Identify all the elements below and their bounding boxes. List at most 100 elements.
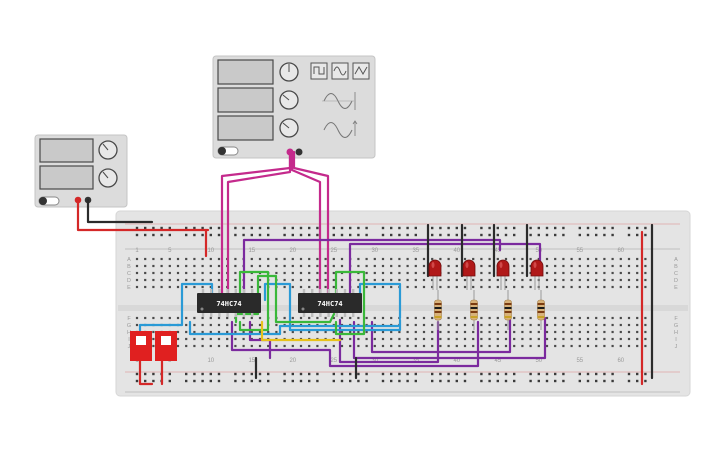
- square-wave-icon: [313, 66, 325, 75]
- chip-pin: [343, 312, 347, 317]
- column-number-top: 25: [330, 248, 337, 254]
- row-letter-top: E: [127, 285, 131, 291]
- chip-pin: [251, 289, 254, 294]
- wire-yellow[interactable]: [260, 320, 342, 342]
- column-number-bottom: 10: [207, 358, 214, 364]
- row-letter-bottom: H: [674, 330, 678, 336]
- offset-graphic: [323, 122, 353, 138]
- column-number-bottom: 55: [576, 358, 583, 364]
- wire-red-switch-1[interactable]: [138, 358, 154, 386]
- chip-pin: [311, 312, 314, 317]
- chip-pin: [218, 312, 221, 317]
- wire-blue-2[interactable]: [263, 282, 402, 332]
- row-letter-top: A: [674, 257, 678, 263]
- wire-blue-1[interactable]: [138, 282, 214, 337]
- resistor-group: [434, 290, 545, 330]
- fg-negative-terminal[interactable]: [295, 148, 303, 156]
- row-letter-top: D: [674, 278, 678, 284]
- wire-power-positive[interactable]: [76, 198, 210, 232]
- chip-pin: [201, 312, 205, 317]
- chip-pin: [319, 289, 322, 294]
- wire-clock-4[interactable]: [292, 150, 330, 302]
- resistor[interactable]: [470, 290, 478, 330]
- chip-1-notch: [200, 307, 204, 311]
- resistor[interactable]: [434, 290, 442, 330]
- fg-display-1: [217, 59, 274, 85]
- row-letter-bottom: F: [674, 316, 678, 322]
- column-number-bottom: 40: [453, 358, 460, 364]
- switch-1[interactable]: [130, 331, 152, 361]
- chip-pin: [335, 312, 338, 317]
- resistor[interactable]: [537, 290, 545, 330]
- row-letter-top: B: [674, 264, 678, 270]
- switch-2[interactable]: [155, 331, 177, 361]
- wire-green-3[interactable]: [334, 270, 366, 336]
- chip-pin: [327, 312, 330, 317]
- chip-2-notch: [301, 307, 305, 311]
- column-number-bottom: 50: [535, 358, 542, 364]
- row-letter-bottom: J: [128, 344, 131, 350]
- power-supply[interactable]: [34, 134, 128, 208]
- chip-2-label: 74HC74: [317, 300, 342, 308]
- wire-blue-3[interactable]: [358, 282, 402, 320]
- breadboard-center-channel: [118, 305, 688, 311]
- led[interactable]: [530, 259, 544, 290]
- chip-2[interactable]: 74HC74: [298, 289, 362, 317]
- chip-1[interactable]: 74HC74: [197, 289, 261, 317]
- column-number-top: 1: [135, 248, 139, 254]
- ps-voltage-display: [39, 138, 94, 163]
- column-number-bottom: 45: [494, 358, 501, 364]
- chip-pin: [201, 289, 205, 294]
- row-letter-bottom: G: [674, 323, 678, 329]
- function-generator[interactable]: [212, 55, 376, 159]
- column-number-top: 45: [494, 248, 501, 254]
- row-letter-bottom: I: [675, 337, 677, 343]
- led[interactable]: [462, 259, 476, 290]
- chip-1-label: 74HC74: [216, 300, 241, 308]
- chip-pin: [251, 312, 254, 317]
- triangle-wave-icon: [354, 65, 368, 76]
- resistor[interactable]: [504, 290, 512, 330]
- chip-pin: [218, 289, 221, 294]
- row-letter-bottom: G: [127, 323, 131, 329]
- column-number-top: 15: [248, 248, 255, 254]
- column-number-top: 60: [617, 248, 624, 254]
- column-number-top: 55: [576, 248, 583, 254]
- wire-power-negative[interactable]: [86, 198, 154, 224]
- column-number-top: 5: [168, 248, 172, 254]
- row-letter-top: C: [127, 271, 131, 277]
- fg-display-2: [217, 87, 274, 113]
- led[interactable]: [428, 259, 442, 290]
- row-letter-bottom: I: [128, 337, 130, 343]
- row-letter-top: C: [674, 271, 678, 277]
- row-letter-top: E: [674, 285, 678, 291]
- row-letter-bottom: F: [127, 316, 131, 322]
- chip-pin: [234, 312, 237, 317]
- column-number-top: 20: [289, 248, 296, 254]
- wire-green-2[interactable]: [234, 274, 336, 324]
- wire-clock-2[interactable]: [226, 150, 292, 302]
- wire-green-1[interactable]: [238, 270, 270, 332]
- column-number-top: 40: [453, 248, 460, 254]
- row-letter-top: D: [127, 278, 131, 284]
- chip-pin: [242, 289, 246, 294]
- wire-purple-bottom-5[interactable]: [352, 316, 547, 360]
- chip-pin: [210, 289, 213, 294]
- column-number-top: 35: [412, 248, 419, 254]
- wire-purple-bottom-4[interactable]: [370, 316, 512, 354]
- chip-pin: [226, 312, 229, 317]
- chip-pin: [302, 289, 306, 294]
- column-number-top: 10: [207, 248, 214, 254]
- chip-pin: [352, 289, 355, 294]
- column-number-bottom: 20: [289, 358, 296, 364]
- column-number-top: 30: [371, 248, 378, 254]
- row-letter-bottom: J: [675, 344, 678, 350]
- row-letter-top: B: [127, 264, 131, 270]
- ps-current-display: [39, 165, 94, 190]
- chip-pin: [327, 289, 330, 294]
- chip-pin: [242, 312, 246, 317]
- wire-blue-4[interactable]: [188, 320, 400, 336]
- led-group: [428, 259, 544, 290]
- led[interactable]: [496, 259, 510, 290]
